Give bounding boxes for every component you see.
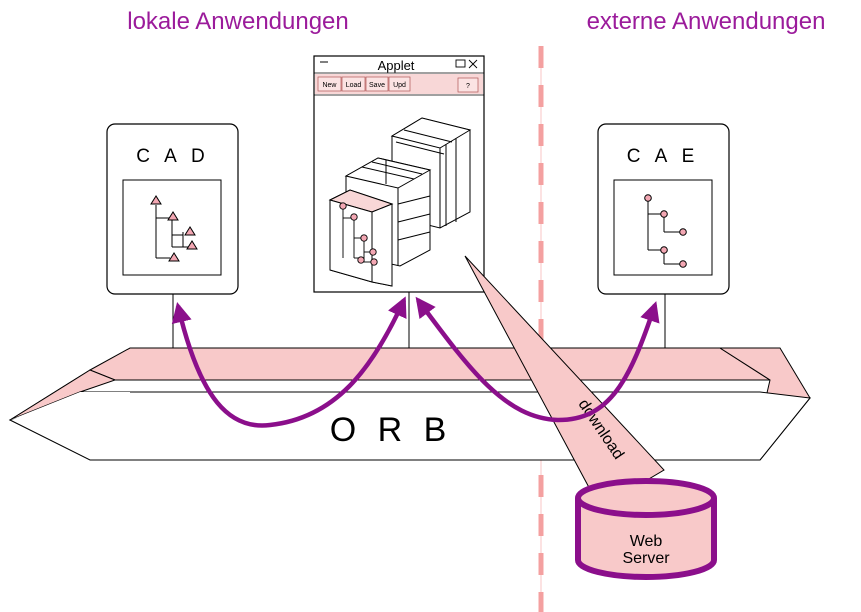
orb-communication-arrows (171, 296, 660, 428)
cae-tree-panel (613, 179, 713, 276)
heading-external: externe Anwendungen (587, 8, 826, 35)
toolbar-buttons (317, 76, 479, 93)
help-button-label: ? (466, 83, 470, 90)
applet-tree-icon (339, 202, 378, 266)
cad-title: C A D (136, 146, 210, 167)
arrow-applet-cae (415, 296, 660, 423)
upd-button[interactable] (388, 76, 411, 92)
load-button-label: Load (346, 82, 362, 89)
orb-label: O R B (330, 411, 453, 449)
cae-title: C A E (627, 146, 700, 167)
heading-local: lokale Anwendungen (127, 8, 349, 35)
web-server-icon (575, 478, 717, 580)
applet-window (313, 55, 485, 293)
new-button-label: New (322, 82, 337, 89)
maximize-icon[interactable] (455, 59, 466, 68)
applet-title: Applet (378, 58, 415, 73)
cae-box (597, 123, 730, 295)
save-button[interactable] (365, 76, 389, 92)
save-button-label: Save (369, 82, 385, 89)
web-server-label-2: Server (622, 550, 670, 567)
arrow-cad-applet (171, 296, 407, 428)
help-button[interactable] (457, 77, 479, 93)
cad-box (106, 123, 239, 295)
cae-tree-icon (644, 194, 687, 268)
cad-tree-icon (150, 195, 198, 262)
close-icon[interactable] (468, 59, 478, 69)
web-server-label-1: Web (630, 533, 663, 550)
new-button[interactable] (317, 76, 342, 92)
load-button[interactable] (341, 76, 366, 92)
upd-button-label: Upd (393, 82, 406, 89)
